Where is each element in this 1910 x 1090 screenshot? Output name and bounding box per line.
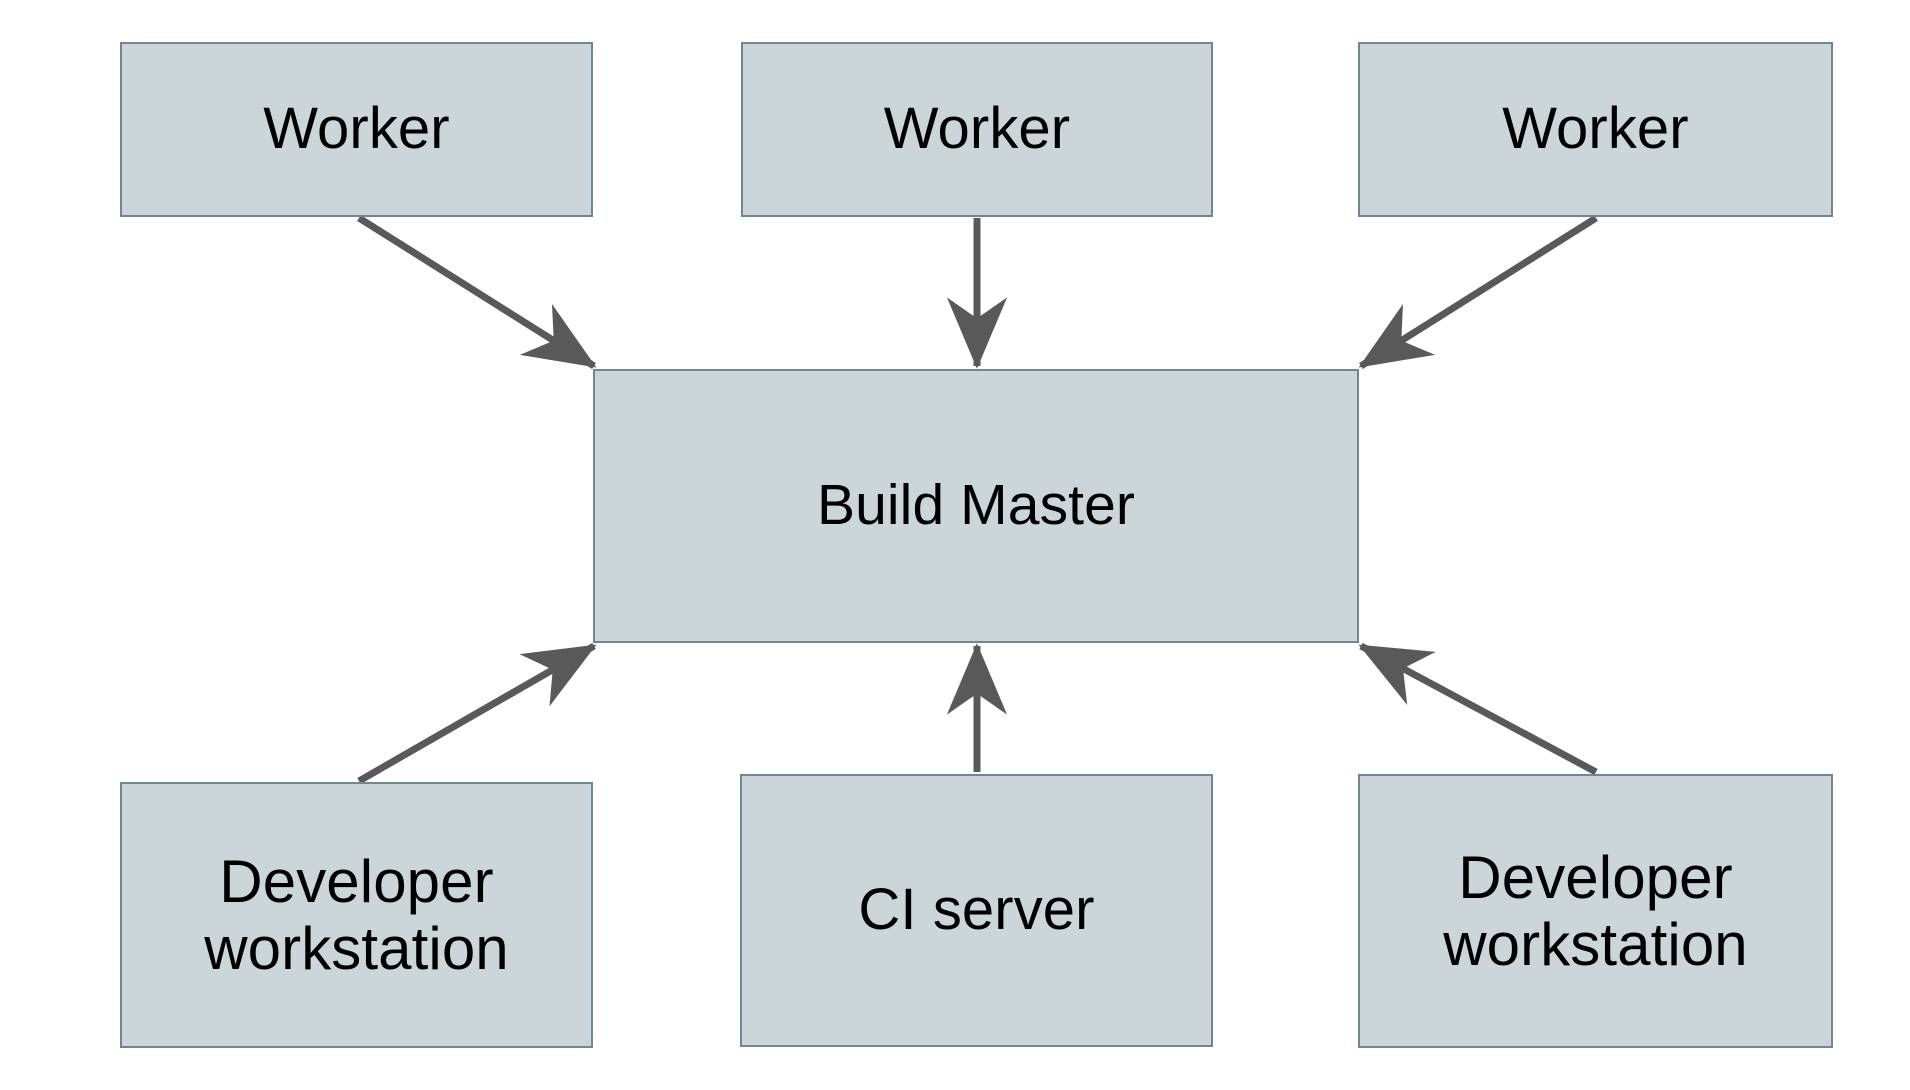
node-worker-3[interactable]: Worker [1358,42,1833,217]
node-ci-server[interactable]: CI server [740,774,1213,1047]
node-build-master[interactable]: Build Master [593,369,1359,643]
node-ci-server-label: CI server [858,877,1095,943]
edge-dev-workstation-left-to-build-master [357,642,597,785]
node-developer-workstation-right[interactable]: Developer workstation [1358,774,1833,1048]
node-developer-workstation-left[interactable]: Developer workstation [120,782,593,1048]
edge-dev-workstation-right-to-build-master [1358,642,1598,776]
node-developer-workstation-left-label: Developer workstation [204,847,509,982]
node-worker-3-label: Worker [1502,96,1689,162]
node-build-master-label: Build Master [817,473,1135,538]
node-worker-1-label: Worker [263,96,450,162]
edge-worker-1-to-build-master [357,215,597,369]
node-worker-1[interactable]: Worker [120,42,593,217]
edge-worker-3-to-build-master [1358,215,1598,369]
node-worker-2[interactable]: Worker [741,42,1213,217]
node-developer-workstation-right-label: Developer workstation [1443,843,1748,978]
node-worker-2-label: Worker [883,96,1071,162]
